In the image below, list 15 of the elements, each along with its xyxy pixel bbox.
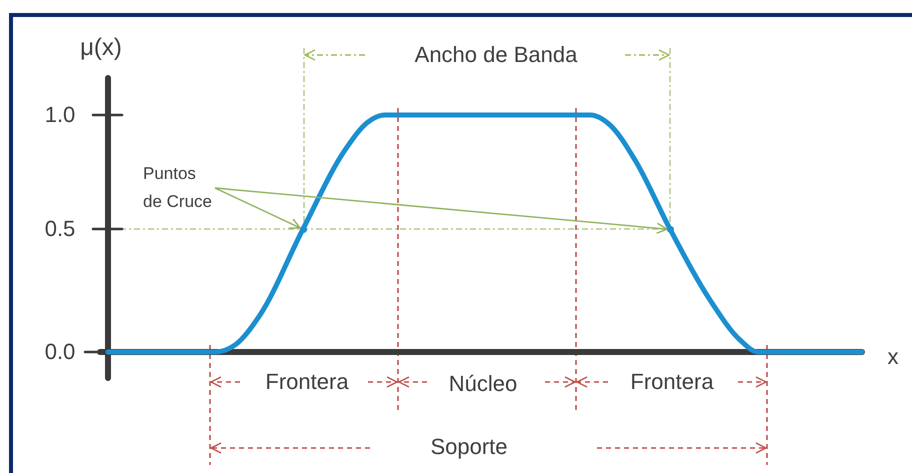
leader-line: [214, 187, 668, 234]
crossing-point: [667, 226, 674, 233]
tick-label: 0.5: [44, 216, 76, 242]
callout-text: Puntos de Cruce: [143, 163, 213, 213]
dimension-label: Frontera: [630, 370, 714, 394]
crossing-point: [300, 226, 307, 233]
dimension-label: Frontera: [265, 370, 349, 394]
dimension-label: Soporte: [430, 434, 508, 460]
leader-line: [214, 187, 301, 229]
tick-label: 0.0: [44, 340, 76, 364]
axis-label: μ(x): [80, 34, 122, 62]
dimension-label: Núcleo: [448, 372, 518, 396]
axis-label: x: [888, 344, 898, 370]
tick-label: 1.0: [44, 102, 76, 128]
dimension-label: Ancho de Banda: [414, 42, 578, 68]
